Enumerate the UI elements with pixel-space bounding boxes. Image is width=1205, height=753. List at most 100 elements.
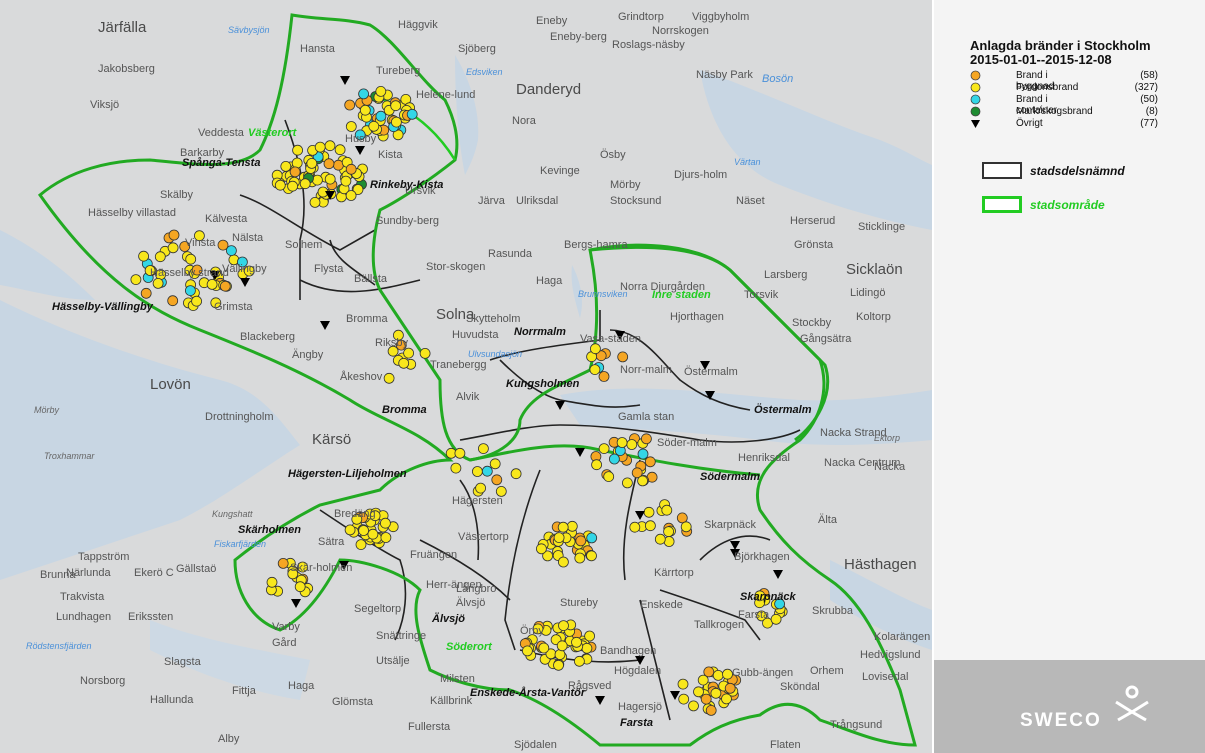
place-label: Åkeshov (340, 371, 383, 383)
place-label: Stocksund (610, 195, 662, 207)
fire-marker (645, 520, 656, 532)
fire-marker (167, 295, 179, 307)
fire-marker (475, 482, 487, 494)
place-label: Vinsta (185, 237, 216, 249)
water-brunnsviken (571, 265, 583, 318)
fire-marker (556, 640, 568, 652)
place-label: Sätra (318, 536, 345, 548)
place-label: Gubb-ängen (732, 667, 794, 679)
other-fire-marker (595, 696, 605, 705)
district-label: Kungsholmen (506, 378, 580, 390)
place-label: Gård (272, 637, 297, 649)
other-fire-marker (615, 331, 625, 340)
place-label: Veddesta (198, 127, 244, 139)
fire-marker (152, 277, 164, 289)
fire-marker (450, 462, 462, 474)
district-label: Bromma (382, 404, 427, 416)
district-label: Spånga-Tensta (182, 157, 261, 169)
place-label: Haga (288, 680, 315, 692)
district-label: Södermalm (700, 471, 760, 483)
fire-marker (292, 144, 304, 156)
fire-marker (345, 121, 357, 132)
fire-marker (584, 630, 595, 642)
other-fire-marker (555, 401, 565, 410)
circle-icon (970, 94, 981, 105)
fire-markers (130, 76, 788, 716)
place-label: Skälby (160, 189, 194, 201)
place-label: Danderyd (516, 81, 582, 98)
circle-icon (970, 70, 981, 81)
place-label: Järfälla (98, 19, 147, 36)
other-fire-marker (325, 191, 335, 200)
fire-marker (676, 512, 688, 524)
other-fire-marker (700, 361, 710, 370)
place-label: Fruängen (410, 549, 458, 561)
place-label: Näsby Park (696, 69, 753, 81)
fire-marker (344, 99, 356, 111)
place-label: Riksby (375, 337, 409, 349)
place-label: Ekerö C (134, 567, 174, 579)
fire-marker (654, 533, 666, 545)
fire-marker (495, 485, 507, 497)
area-label: Inre staden (652, 289, 711, 301)
place-label: Ängby (292, 349, 324, 361)
place-label: Stor-skogen (426, 261, 486, 273)
district-label: Rinkeby-Kista (370, 179, 444, 191)
fire-marker (406, 108, 418, 120)
legend-panel: Anlagda bränder i Stockholm 2015-01-01--… (934, 0, 1205, 753)
fire-marker (274, 179, 286, 191)
place-label: Erikssten (128, 611, 174, 623)
place-label: Hagersjö (618, 701, 663, 713)
district-boundary-label: stadsdelsnämnd (1030, 164, 1125, 178)
place-label: Västertorp (458, 531, 509, 543)
water-east-bay (830, 560, 932, 650)
fire-marker (380, 532, 392, 543)
place-label: Stureby (560, 597, 598, 609)
place-label: Nälsta (232, 232, 264, 244)
fire-marker (392, 329, 404, 341)
fire-marker (616, 437, 628, 448)
legend-subtitle: 2015-01-01--2015-12-08 (970, 52, 1112, 67)
district-boundary-swatch (982, 162, 1022, 179)
place-label: Hansta (300, 43, 335, 55)
fire-marker (379, 517, 391, 529)
fire-marker (334, 144, 346, 156)
place-label: Näset (736, 195, 765, 207)
fire-marker (287, 180, 299, 192)
fire-marker (770, 613, 782, 625)
fire-marker (622, 477, 633, 489)
fire-marker (609, 453, 620, 465)
place-label: Hedvigslund (860, 649, 921, 661)
fire-marker (680, 521, 692, 533)
other-fire-marker (705, 391, 715, 400)
fire-marker (340, 175, 352, 187)
other-fire-marker (340, 76, 350, 85)
fire-marker (291, 157, 303, 169)
place-label: Sicklaön (846, 261, 903, 278)
other-fire-marker (291, 599, 301, 608)
fire-marker (306, 157, 318, 169)
other-fire-marker (635, 656, 645, 665)
fire-marker (368, 120, 380, 132)
place-label: Henriksdal (738, 452, 790, 464)
place-label: Ösby (600, 149, 626, 161)
fire-marker (193, 230, 205, 242)
fire-marker (663, 526, 674, 537)
place-label: Östermalm (684, 366, 738, 378)
water-lake-malaren (0, 300, 300, 580)
fire-marker (324, 173, 336, 185)
place-label: Nora (512, 115, 536, 127)
fire-marker (644, 456, 656, 468)
fire-marker (324, 140, 336, 152)
fire-marker (206, 278, 218, 290)
fire-marker (297, 561, 309, 573)
place-label: Häggvik (398, 19, 438, 31)
place-label: Älta (818, 514, 837, 526)
place-label: Rasunda (488, 248, 533, 260)
fire-marker (754, 590, 766, 602)
place-label: Bredäng (334, 508, 376, 520)
other-fire-marker (730, 541, 740, 550)
fire-marker (395, 339, 407, 351)
fire-marker (355, 539, 367, 550)
fire-marker (637, 475, 648, 487)
